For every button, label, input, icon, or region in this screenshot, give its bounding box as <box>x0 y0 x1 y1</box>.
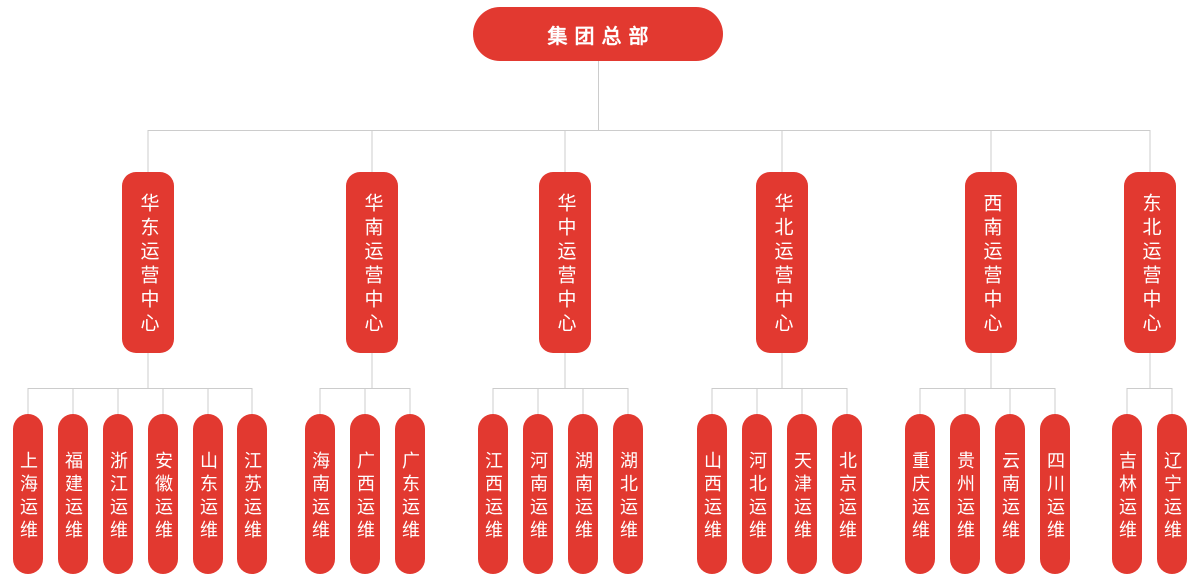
node-south-china-center[interactable]: 华南运营中心 <box>346 172 398 353</box>
node-label: 重庆运维 <box>910 450 930 543</box>
node-guangxi-ops[interactable]: 广西运维 <box>350 414 380 574</box>
node-label: 湖北运维 <box>618 450 638 543</box>
node-label: 上海运维 <box>18 450 38 543</box>
node-zhejiang-ops[interactable]: 浙江运维 <box>103 414 133 574</box>
node-label: 湖南运维 <box>573 450 593 543</box>
node-anhui-ops[interactable]: 安徽运维 <box>148 414 178 574</box>
node-sichuan-ops[interactable]: 四川运维 <box>1040 414 1070 574</box>
node-label: 华北运营中心 <box>771 193 793 337</box>
node-jiangsu-ops[interactable]: 江苏运维 <box>237 414 267 574</box>
connector-south-china-to-children <box>319 353 411 414</box>
node-northeast-center[interactable]: 东北运营中心 <box>1124 172 1176 353</box>
node-label: 河北运维 <box>747 450 767 543</box>
connector-central-china-to-children <box>492 353 629 414</box>
node-label: 贵州运维 <box>955 450 975 543</box>
node-jiangxi-ops[interactable]: 江西运维 <box>478 414 508 574</box>
node-chongqing-ops[interactable]: 重庆运维 <box>905 414 935 574</box>
node-group-headquarters[interactable]: 集团总部 <box>473 7 723 61</box>
node-henan-ops[interactable]: 河南运维 <box>523 414 553 574</box>
node-label: 辽宁运维 <box>1162 450 1182 543</box>
node-tianjin-ops[interactable]: 天津运维 <box>787 414 817 574</box>
node-hebei-ops[interactable]: 河北运维 <box>742 414 772 574</box>
node-guizhou-ops[interactable]: 贵州运维 <box>950 414 980 574</box>
node-label: 海南运维 <box>310 450 330 543</box>
node-label: 华中运营中心 <box>554 193 576 337</box>
node-label: 北京运维 <box>837 450 857 543</box>
node-shandong-ops[interactable]: 山东运维 <box>193 414 223 574</box>
node-label: 广东运维 <box>400 450 420 543</box>
node-label: 安徽运维 <box>153 450 173 543</box>
connector-east-china-to-children <box>27 353 253 414</box>
node-fujian-ops[interactable]: 福建运维 <box>58 414 88 574</box>
node-label: 四川运维 <box>1045 450 1065 543</box>
node-label: 山西运维 <box>702 450 722 543</box>
node-north-china-center[interactable]: 华北运营中心 <box>756 172 808 353</box>
node-shanxi-ops[interactable]: 山西运维 <box>697 414 727 574</box>
node-hunan-ops[interactable]: 湖南运维 <box>568 414 598 574</box>
node-beijing-ops[interactable]: 北京运维 <box>832 414 862 574</box>
node-label: 东北运营中心 <box>1139 193 1161 337</box>
node-east-china-center[interactable]: 华东运营中心 <box>122 172 174 353</box>
node-hainan-ops[interactable]: 海南运维 <box>305 414 335 574</box>
node-label: 江苏运维 <box>242 450 262 543</box>
node-guangdong-ops[interactable]: 广东运维 <box>395 414 425 574</box>
connector-north-china-to-children <box>711 353 848 414</box>
node-label: 华东运营中心 <box>137 193 159 337</box>
connector-southwest-to-children <box>919 353 1056 414</box>
node-label: 浙江运维 <box>108 450 128 543</box>
node-liaoning-ops[interactable]: 辽宁运维 <box>1157 414 1187 574</box>
node-label: 河南运维 <box>528 450 548 543</box>
node-label: 云南运维 <box>1000 450 1020 543</box>
node-shanghai-ops[interactable]: 上海运维 <box>13 414 43 574</box>
node-label: 华南运营中心 <box>361 193 383 337</box>
node-label: 吉林运维 <box>1117 450 1137 543</box>
node-jilin-ops[interactable]: 吉林运维 <box>1112 414 1142 574</box>
node-label: 山东运维 <box>198 450 218 543</box>
node-label: 广西运维 <box>355 450 375 543</box>
node-label: 福建运维 <box>63 450 83 543</box>
connector-northeast-to-children <box>1126 353 1173 414</box>
node-yunnan-ops[interactable]: 云南运维 <box>995 414 1025 574</box>
node-central-china-center[interactable]: 华中运营中心 <box>539 172 591 353</box>
node-southwest-center[interactable]: 西南运营中心 <box>965 172 1017 353</box>
node-label: 江西运维 <box>483 450 503 543</box>
node-label: 集团总部 <box>547 25 656 48</box>
node-hubei-ops[interactable]: 湖北运维 <box>613 414 643 574</box>
node-label: 西南运营中心 <box>980 193 1002 337</box>
connector-root-to-centers <box>147 61 1151 172</box>
node-label: 天津运维 <box>792 450 812 543</box>
